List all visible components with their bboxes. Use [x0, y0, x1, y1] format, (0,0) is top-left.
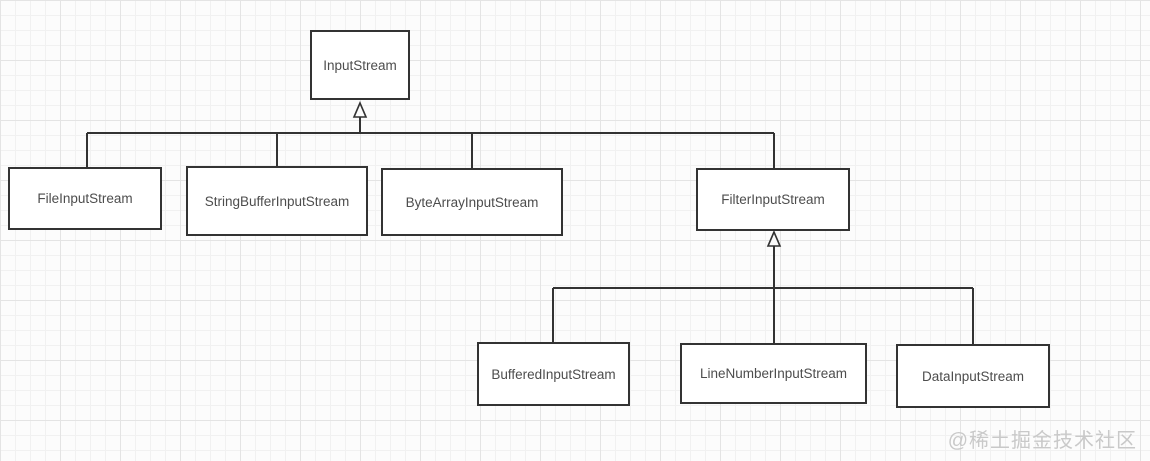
class-node-linenumberinputstream: LineNumberInputStream [680, 343, 867, 404]
class-node-label: FilterInputStream [721, 192, 825, 207]
edge-top-tree [86, 116, 775, 169]
class-node-filterinputstream: FilterInputStream [696, 168, 850, 231]
class-node-stringbufferinputstream: StringBufferInputStream [186, 166, 368, 236]
class-node-label: InputStream [323, 57, 397, 73]
class-node-inputstream: InputStream [310, 30, 410, 100]
edge-bottom-tree [552, 245, 974, 345]
class-node-label: LineNumberInputStream [699, 366, 848, 381]
class-node-label: DataInputStream [921, 368, 1025, 384]
class-node-datainputstream: DataInputStream [896, 344, 1050, 408]
class-node-bytearrayinputstream: ByteArrayInputStream [381, 168, 563, 236]
class-node-fileinputstream: FileInputStream [8, 167, 162, 230]
generalization-arrowhead-icon [766, 229, 782, 247]
watermark: @稀土掘金技术社区 [947, 430, 1137, 452]
class-node-label: FileInputStream [37, 191, 133, 206]
class-node-label: BufferedInputStream [491, 366, 616, 382]
generalization-arrowhead-icon [352, 100, 368, 118]
class-node-label: ByteArrayInputStream [405, 194, 539, 210]
class-node-label: StringBufferInputStream [204, 193, 350, 209]
class-node-bufferedinputstream: BufferedInputStream [477, 342, 630, 406]
